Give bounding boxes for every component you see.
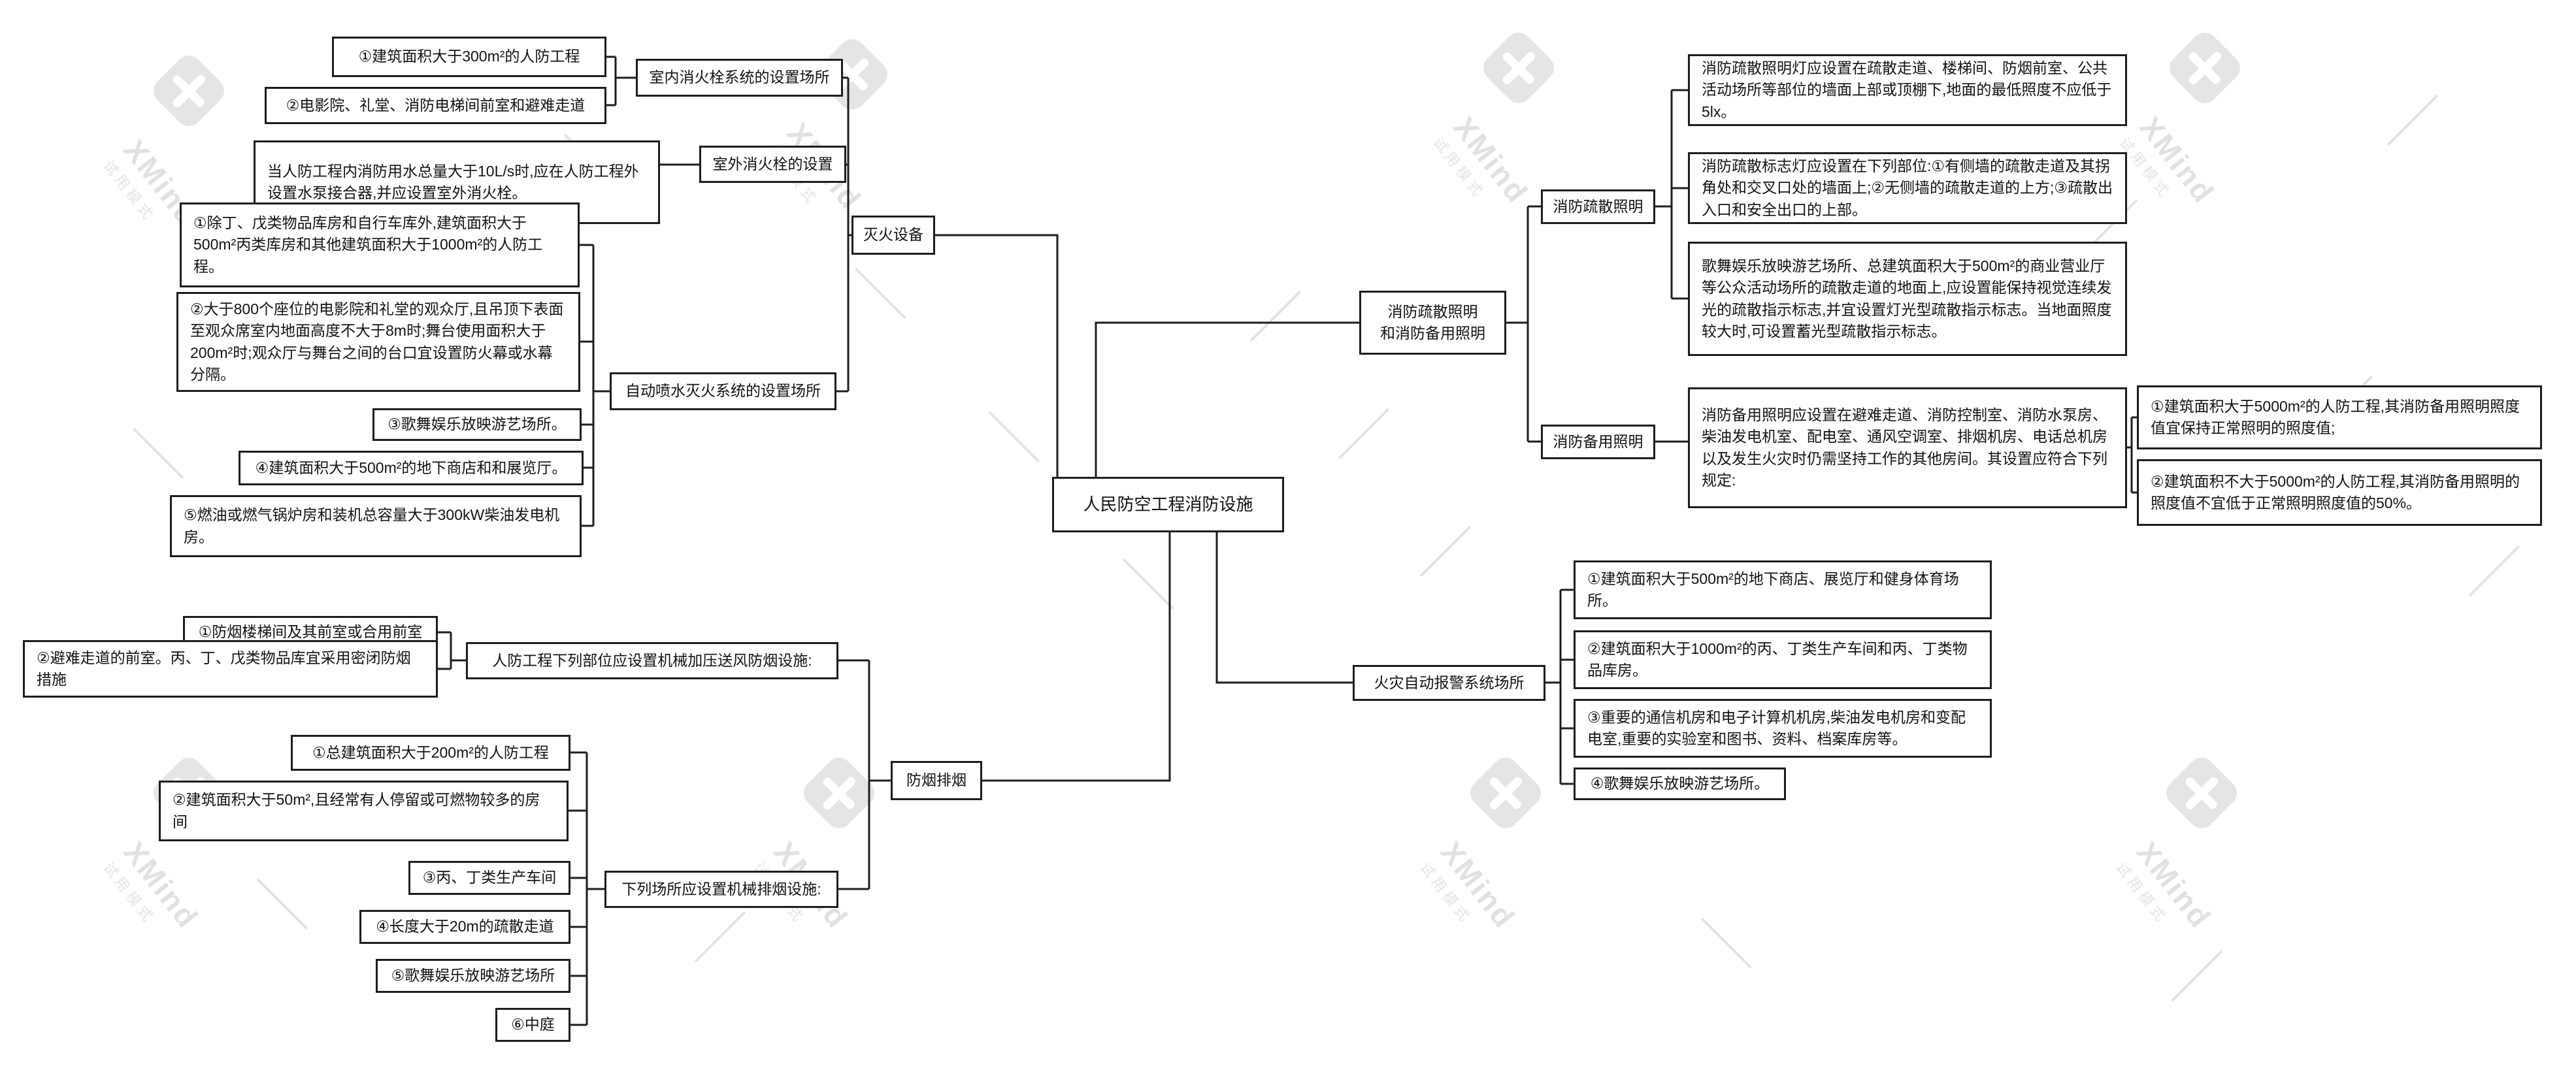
topic-indoor-hydrant[interactable]: 室内消火栓系统的设置场所 bbox=[636, 59, 843, 97]
leaf-indoor-hydrant-2[interactable]: ②电影院、礼堂、消防电梯间前室和避难走道 bbox=[265, 87, 606, 124]
leaf-exhaust-1[interactable]: ①总建筑面积大于200m²的人防工程 bbox=[291, 735, 570, 771]
topic-fire-alarm[interactable]: 火灾自动报警系统场所 bbox=[1353, 665, 1545, 701]
topic-smoke-control[interactable]: 防烟排烟 bbox=[891, 761, 982, 800]
leaf-backup-lighting-2[interactable]: ②建筑面积不大于5000m²的人防工程,其消防备用照明的照度值不宜低于正常照明照… bbox=[2137, 459, 2542, 526]
leaf-sprinkler-3[interactable]: ③歌舞娱乐放映游艺场所。 bbox=[372, 408, 582, 441]
leaf-evac-lighting-3[interactable]: 歌舞娱乐放映游艺场所、总建筑面积大于500m²的商业营业厅等公众活动场所的疏散走… bbox=[1688, 242, 2127, 356]
topic-fire-equipment[interactable]: 灭火设备 bbox=[851, 216, 935, 255]
leaf-backup-lighting-1[interactable]: ①建筑面积大于5000m²的人防工程,其消防备用照明照度值宜保持正常照明的照度值… bbox=[2137, 385, 2542, 449]
topic-lighting-line1: 消防疏散照明 bbox=[1387, 302, 1478, 320]
leaf-fire-alarm-4[interactable]: ④歌舞娱乐放映游艺场所。 bbox=[1574, 768, 1786, 800]
leaf-fire-alarm-1[interactable]: ①建筑面积大于500m²的地下商店、展览厅和健身体育场所。 bbox=[1574, 560, 1992, 619]
leaf-fire-alarm-2[interactable]: ②建筑面积大于1000m²的丙、丁类生产车间和丙、丁类物品库房。 bbox=[1574, 630, 1992, 689]
topic-pressurized-air[interactable]: 人防工程下列部位应设置机械加压送风防烟设施: bbox=[466, 642, 838, 679]
root-topic-label: 人民防空工程消防设施 bbox=[1083, 494, 1253, 514]
leaf-fire-alarm-3[interactable]: ③重要的通信机房和电子计算机机房,柴油发电机房和变配电室,重要的实验室和图书、资… bbox=[1574, 699, 1992, 758]
leaf-pressurized-2[interactable]: ②避难走道的前室。丙、丁、戊类物品库宜采用密闭防烟措施 bbox=[23, 640, 438, 698]
leaf-indoor-hydrant-1[interactable]: ①建筑面积大于300m²的人防工程 bbox=[332, 37, 606, 77]
topic-lighting[interactable]: 消防疏散照明 和消防备用照明 bbox=[1359, 291, 1506, 355]
leaf-backup-lighting-note[interactable]: 消防备用照明应设置在避难走道、消防控制室、消防水泵房、柴油发电机室、配电室、通风… bbox=[1688, 387, 2127, 508]
topic-outdoor-hydrant[interactable]: 室外消火栓的设置 bbox=[699, 146, 846, 183]
leaf-exhaust-6[interactable]: ⑥中庭 bbox=[495, 1008, 570, 1042]
root-topic[interactable]: 人民防空工程消防设施 bbox=[1052, 477, 1284, 532]
leaf-sprinkler-4[interactable]: ④建筑面积大于500m²的地下商店和和展览厅。 bbox=[239, 451, 584, 485]
topic-lighting-line2: 和消防备用照明 bbox=[1380, 325, 1485, 342]
topic-mechanical-exhaust[interactable]: 下列场所应设置机械排烟设施: bbox=[604, 871, 838, 908]
leaf-sprinkler-1[interactable]: ①除丁、戊类物品库房和自行车库外,建筑面积大于500m²丙类库房和其他建筑面积大… bbox=[180, 202, 580, 287]
topic-evac-lighting[interactable]: 消防疏散照明 bbox=[1541, 189, 1655, 224]
leaf-exhaust-5[interactable]: ⑤歌舞娱乐放映游艺场所 bbox=[376, 959, 570, 993]
leaf-exhaust-3[interactable]: ③丙、丁类生产车间 bbox=[408, 861, 570, 895]
leaf-exhaust-4[interactable]: ④长度大于20m的疏散走道 bbox=[359, 910, 570, 944]
topic-backup-lighting[interactable]: 消防备用照明 bbox=[1541, 425, 1655, 459]
leaf-sprinkler-5[interactable]: ⑤燃油或燃气锅炉房和装机总容量大于300kW柴油发电机房。 bbox=[170, 495, 582, 557]
topic-sprinkler[interactable]: 自动喷水灭火系统的设置场所 bbox=[610, 372, 836, 410]
leaf-evac-lighting-2[interactable]: 消防疏散标志灯应设置在下列部位:①有侧墙的疏散走道及其拐角处和交叉口处的墙面上;… bbox=[1688, 152, 2127, 224]
leaf-sprinkler-2[interactable]: ②大于800个座位的电影院和礼堂的观众厅,且吊顶下表面至观众席室内地面高度不大于… bbox=[176, 292, 580, 392]
leaf-evac-lighting-1[interactable]: 消防疏散照明灯应设置在疏散走道、楼梯间、防烟前室、公共活动场所等部位的墙面上部或… bbox=[1688, 54, 2127, 126]
leaf-exhaust-2[interactable]: ②建筑面积大于50m²,且经常有人停留或可燃物较多的房间 bbox=[159, 781, 569, 841]
